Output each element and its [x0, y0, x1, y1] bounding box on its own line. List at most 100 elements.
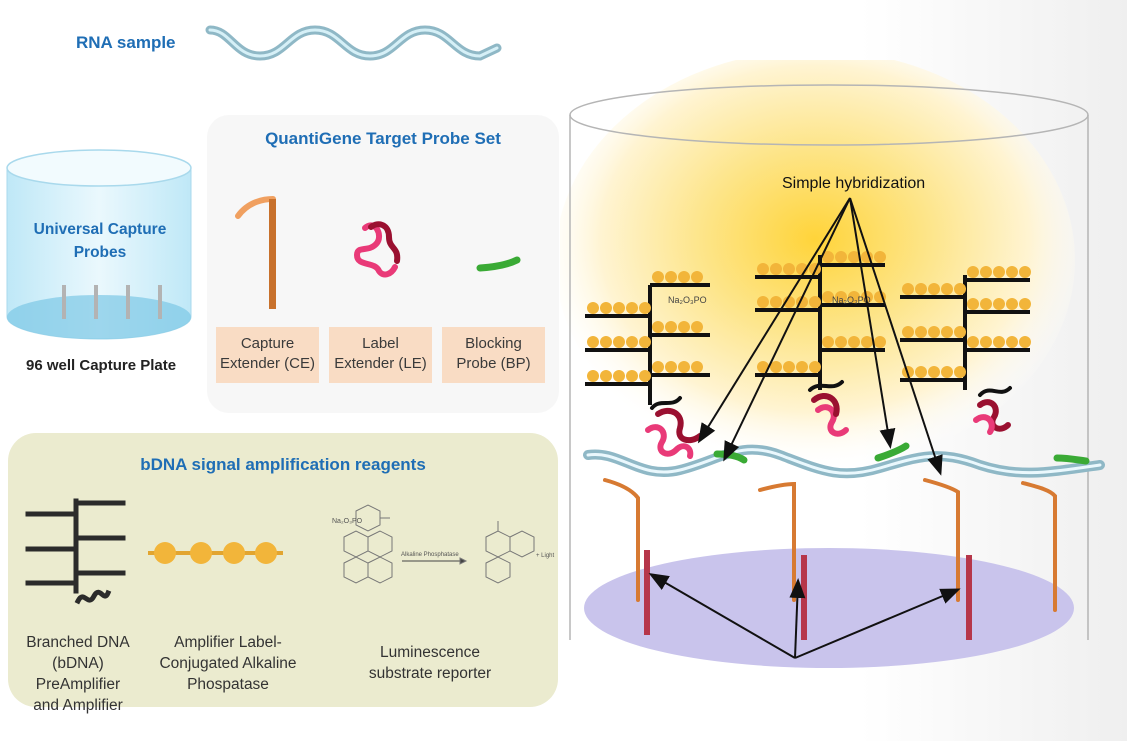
bead	[665, 361, 677, 373]
plate-caption: 96 well Capture Plate	[26, 357, 177, 374]
bdna-caption-line2: (bDNA) PreAmplifier	[35, 655, 121, 693]
bead	[980, 298, 992, 310]
bead	[770, 361, 782, 373]
bead	[848, 251, 860, 263]
capture-probe-icons	[62, 285, 162, 319]
bead	[652, 271, 664, 283]
bead	[587, 302, 599, 314]
amplifier-caption-line3: Phospatase	[187, 676, 269, 693]
le-label-box: Label Extender (LE)	[329, 327, 432, 383]
bead	[691, 271, 703, 283]
bead	[639, 336, 651, 348]
bead	[626, 370, 638, 382]
bead	[928, 283, 940, 295]
bead	[600, 302, 612, 314]
bead	[783, 263, 795, 275]
bead	[757, 296, 769, 308]
bead	[613, 302, 625, 314]
bead	[980, 266, 992, 278]
amplifier-tails	[650, 380, 1012, 410]
probe-set-drawings	[235, 196, 521, 309]
capture-probes-label-line1: Universal Capture	[33, 221, 167, 238]
bead	[626, 302, 638, 314]
bead	[1019, 336, 1031, 348]
bdna-drawings: Na₂O₃PO Alkaline Phosphatase + Light	[25, 498, 555, 605]
bead	[600, 336, 612, 348]
capture-extenders	[603, 478, 1057, 612]
bead	[678, 271, 690, 283]
bead	[587, 336, 599, 348]
amplifier-caption-line2: Conjugated Alkaline	[159, 655, 297, 672]
capture-extender-icon	[235, 196, 276, 309]
amplifier-caption: Amplifier Label- Conjugated Alkaline Pho…	[148, 632, 308, 695]
bead	[835, 291, 847, 303]
bead	[967, 336, 979, 348]
bp-label-line2: Probe (BP)	[456, 355, 531, 372]
bead	[822, 291, 834, 303]
bead	[770, 263, 782, 275]
bead	[993, 266, 1005, 278]
bead	[954, 326, 966, 338]
bead	[757, 361, 769, 373]
hybridization-arrows	[697, 197, 943, 476]
bead	[928, 326, 940, 338]
bead	[1019, 266, 1031, 278]
bead	[678, 361, 690, 373]
bead	[980, 336, 992, 348]
capture-probes-label-line2: Probes	[73, 244, 127, 261]
ce-label-line1: Capture	[240, 335, 295, 352]
bead	[822, 336, 834, 348]
bead	[587, 370, 599, 382]
amplifier-label-beads-icon	[148, 542, 283, 564]
bead	[835, 251, 847, 263]
label-extenders	[645, 393, 1011, 459]
bead	[967, 266, 979, 278]
reagent-label-text: Alkaline Phosphatase	[401, 552, 459, 558]
bead	[1006, 298, 1018, 310]
bead	[954, 283, 966, 295]
bead	[652, 321, 664, 333]
bead	[902, 326, 914, 338]
luminescence-caption-line1: Luminescence	[380, 644, 480, 661]
bead	[848, 336, 860, 348]
bead	[783, 296, 795, 308]
ce-label-line2: Extender (CE)	[219, 355, 316, 372]
well-bottom-plate	[584, 548, 1074, 668]
ce-label-box: Capture Extender (CE)	[216, 327, 319, 383]
bead	[613, 370, 625, 382]
bead	[915, 326, 927, 338]
luminescence-caption-line2: substrate reporter	[368, 665, 492, 682]
bead	[848, 291, 860, 303]
le-label-line1: Label	[362, 335, 399, 352]
bead	[626, 336, 638, 348]
bead	[639, 370, 651, 382]
bead	[874, 251, 886, 263]
bead	[691, 321, 703, 333]
bp-label-box: Blocking Probe (BP)	[442, 327, 545, 383]
bdna-caption: Branched DNA (bDNA) PreAmplifier and Amp…	[8, 632, 148, 716]
bead	[783, 361, 795, 373]
luminescence-caption: Luminescence substrate reporter	[350, 642, 510, 684]
bead	[874, 336, 886, 348]
bp-label-line1: Blocking	[465, 335, 522, 352]
bead	[967, 298, 979, 310]
bead	[941, 366, 953, 378]
bead	[1006, 266, 1018, 278]
bead	[678, 321, 690, 333]
rna-strand-icon	[205, 25, 502, 61]
well-rim	[569, 84, 1089, 146]
bead	[639, 302, 651, 314]
alkaline-phosphatase-beads	[587, 251, 1031, 382]
chem-label-right: Na₂O₃PO	[832, 295, 871, 305]
rna-sample-title: RNA sample	[76, 33, 176, 52]
bead	[613, 336, 625, 348]
capture-probe-arrows	[648, 572, 961, 659]
label-extender-icon	[353, 221, 401, 278]
bead	[822, 251, 834, 263]
bead	[809, 296, 821, 308]
simple-hybridization-label: Simple hybridization	[782, 175, 925, 192]
bead	[770, 296, 782, 308]
bead	[600, 370, 612, 382]
bead	[941, 283, 953, 295]
bdna-panel	[8, 433, 558, 707]
